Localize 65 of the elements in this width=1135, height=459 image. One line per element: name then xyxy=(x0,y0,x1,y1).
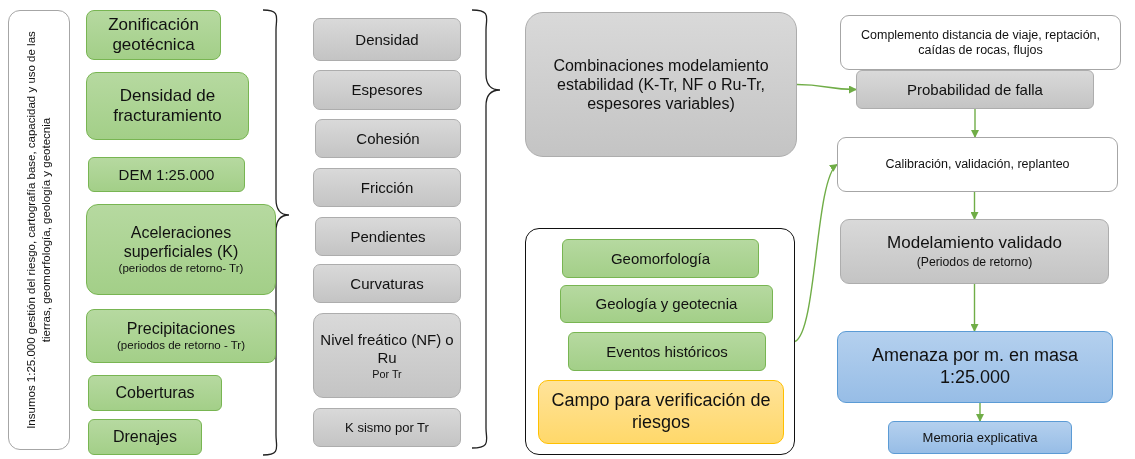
field-box xyxy=(538,380,784,444)
node-label: Fricción xyxy=(360,178,414,197)
node-label: Aceleraciones superficiales (K) xyxy=(122,222,240,262)
node-label: Eventos históricos xyxy=(606,342,728,361)
input-box xyxy=(86,10,221,60)
process-box xyxy=(315,217,461,256)
arrow xyxy=(796,83,857,94)
input-box xyxy=(88,157,245,192)
vertical-label: Insumos 1:25.000 gestión del riesgo, cartografía base, capacidad y uso de las tierras, geomorfología, geología y geotecnia xyxy=(24,30,53,431)
node-label: Zonificación geotécnica xyxy=(107,14,200,56)
node-label: Densidad de fracturamiento xyxy=(112,85,223,127)
process-box xyxy=(840,219,1109,284)
input-box xyxy=(86,309,276,363)
node-label: Modelamiento validado xyxy=(887,233,1062,254)
node-label: K sismo por Tr xyxy=(345,419,429,436)
arrow xyxy=(971,108,979,138)
input-box xyxy=(86,204,276,295)
note-box xyxy=(840,15,1121,70)
node-label: Complemento distancia de viaje, reptación, caídas de rocas, flujos xyxy=(860,27,1101,58)
process-box xyxy=(856,70,1094,109)
process-box xyxy=(315,119,461,158)
node-label: Curvaturas xyxy=(350,274,424,293)
node-label: Probabilidad de falla xyxy=(907,80,1043,99)
node-label: Espesores xyxy=(351,81,423,99)
arrow xyxy=(794,163,838,343)
input-box xyxy=(568,332,766,371)
process-box xyxy=(313,408,461,447)
node-sublabel: (Periodos de retorno) xyxy=(916,254,1033,270)
node-label: Cohesión xyxy=(356,129,420,148)
node-label: Calibración, validación, replanteo xyxy=(885,157,1070,172)
process-box xyxy=(525,12,797,157)
node-sublabel: (periodos de retorno- Tr) xyxy=(118,262,244,277)
result-box xyxy=(837,331,1113,403)
arrow xyxy=(970,283,979,332)
process-box xyxy=(313,168,461,207)
node-sublabel: Por Tr xyxy=(372,367,402,381)
node-label: Pendientes xyxy=(350,227,426,246)
node-label: Geomorfología xyxy=(610,249,711,268)
node-label: Coberturas xyxy=(115,383,195,403)
result-box xyxy=(888,421,1072,454)
process-box xyxy=(313,264,461,303)
node-sublabel: (periodos de retorno - Tr) xyxy=(117,339,245,353)
node-label: Drenajes xyxy=(113,427,177,447)
input-box xyxy=(86,72,249,140)
arrow xyxy=(976,402,984,422)
node-label: Combinaciones modelamiento estabilidad (K-Tr, NF o Ru-Tr, espesores variables) xyxy=(552,55,770,114)
node-label: Precipitaciones xyxy=(126,319,236,339)
input-box xyxy=(560,285,773,323)
note-box xyxy=(8,10,70,450)
note-box xyxy=(837,137,1118,192)
node-label: Geología y geotecnia xyxy=(595,295,738,313)
process-box xyxy=(313,313,461,398)
input-box xyxy=(88,375,222,411)
group-frame xyxy=(525,228,795,455)
node-label: DEM 1:25.000 xyxy=(118,165,215,184)
node-label: Amenaza por m. en masa 1:25.000 xyxy=(870,345,1080,389)
node-label: Memoria explicativa xyxy=(922,429,1038,446)
input-box xyxy=(562,239,759,278)
process-box xyxy=(313,70,461,110)
arrow xyxy=(970,191,979,220)
node-label: Campo para verificación de riesgos xyxy=(550,390,772,434)
node-label: Nivel freático (NF) o Ru xyxy=(320,330,454,367)
process-box xyxy=(313,18,461,61)
input-box xyxy=(88,419,202,455)
node-label: Densidad xyxy=(355,30,419,49)
